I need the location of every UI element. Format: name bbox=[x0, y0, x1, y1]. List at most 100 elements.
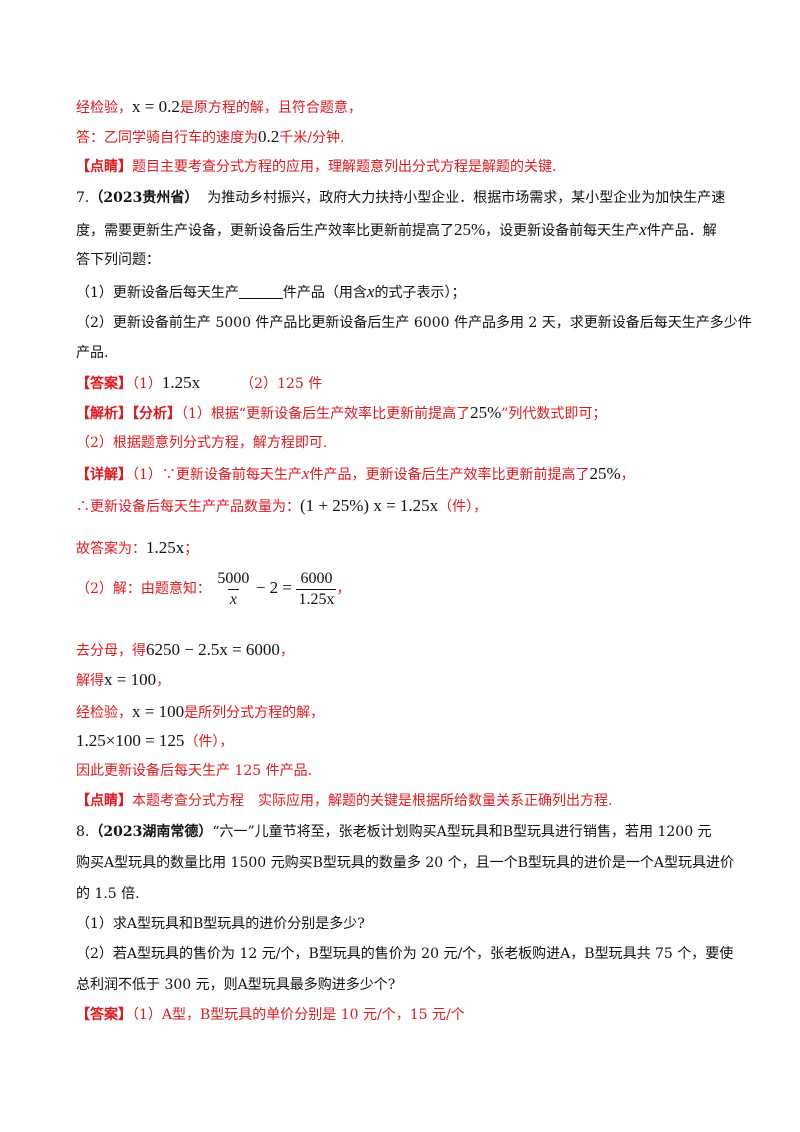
detail-text: ， bbox=[156, 673, 171, 689]
numerator: 6000 bbox=[300, 569, 333, 587]
text: 经检验， bbox=[76, 100, 132, 116]
question-source: （2023湖南常德） bbox=[89, 824, 213, 840]
question-8-line-1: 8.（2023湖南常德）“六一”儿童节将至，张老板计划购买A型玩具和B型玩具进行… bbox=[76, 822, 712, 842]
question-8-part-2-cont: 总利润不低于 300 元，则A型玩具最多购进多少个? bbox=[76, 975, 395, 995]
detail-text: ， bbox=[279, 643, 294, 659]
comment-tag: 【点睛】 bbox=[76, 793, 132, 809]
detail-text: 去分母，得 bbox=[76, 643, 146, 659]
question-text: （2）更新设备前生产 5000 件产品比更新设备后生产 6000 件产品多用 2… bbox=[76, 315, 752, 331]
math-expression: 25% bbox=[454, 220, 486, 239]
detail-line-3: 故答案为：1.25x； bbox=[76, 538, 198, 559]
comment-line-2: 【点睛】本题考查分式方程 实际应用，解题的关键是根据所给数量关系正确列出方程. bbox=[76, 791, 612, 811]
question-text: 件产品（用含 bbox=[282, 285, 367, 301]
detail-line-6: 解得x = 100， bbox=[76, 670, 170, 691]
question-text: 件产品．解 bbox=[646, 223, 717, 239]
detail-text: （件）， bbox=[438, 499, 488, 515]
analysis-line-1: 【解析】【分析】（1）根据“更新设备后生产效率比更新前提高了25%”列代数式即可… bbox=[76, 403, 606, 424]
detail-text: 经检验， bbox=[76, 705, 132, 721]
question-text: 为推动乡村振兴，政府大力扶持小型企业．根据市场需求，某小型企业为加快生产速 bbox=[207, 190, 726, 206]
comment-text: 题目主要考查分式方程的应用，理解题意列出分式方程是解题的关键. bbox=[132, 159, 557, 175]
comment-tag: 【点睛】 bbox=[76, 159, 132, 175]
analysis-line-2: （2）根据题意列分式方程，解方程即可. bbox=[76, 433, 327, 453]
question-7-line-2: 度，需要更新生产设备，更新设备后生产效率比更新前提高了25%，设更新设备前每天生… bbox=[76, 220, 717, 241]
detail-text: ； bbox=[184, 541, 199, 557]
detail-line-2: ∴更新设备后每天生产产品数量为：(1 + 25%) x = 1.25x（件）， bbox=[76, 496, 487, 517]
detail-text: （1）∵更新设备前每天生产 bbox=[132, 467, 302, 483]
math-expression: 25% bbox=[589, 464, 621, 483]
comment-text: 本题考查分式方程 实际应用，解题的关键是根据所给数量关系正确列出方程. bbox=[132, 793, 613, 809]
analysis-text: （2）根据题意列分式方程，解方程即可. bbox=[76, 435, 328, 451]
analysis-tag: 【解析】【分析】 bbox=[76, 406, 181, 422]
math-expression: x = 100 bbox=[132, 702, 185, 721]
analysis-text: ”列代数式即可； bbox=[501, 406, 607, 422]
question-number: 8. bbox=[76, 824, 90, 840]
question-number: 7. bbox=[76, 190, 90, 206]
question-source: （2023贵州省） bbox=[89, 190, 199, 206]
numerator: 5000 bbox=[217, 569, 250, 587]
detail-tag: 【详解】 bbox=[76, 467, 132, 483]
question-8-part-1: （1）求A型玩具和B型玩具的进价分别是多少? bbox=[76, 914, 365, 934]
analysis-text: （1）根据“更新设备后生产效率比更新前提高了 bbox=[181, 406, 471, 422]
math-expression: x = 100 bbox=[104, 670, 157, 689]
answer-line: 答：乙同学骑自行车的速度为0.2千米/分钟. bbox=[76, 127, 344, 148]
answer-tag: 【答案】 bbox=[76, 376, 132, 392]
question-text: 的 1.5 倍. bbox=[76, 886, 140, 902]
detail-line-5: 去分母，得6250 − 2.5x = 6000， bbox=[76, 640, 294, 661]
math-expression: x = 0.2 bbox=[132, 97, 180, 116]
math-expression: 1.25×100 = 125 bbox=[76, 731, 185, 750]
question-8-line-3: 的 1.5 倍. bbox=[76, 884, 140, 904]
detail-text: 故答案为： bbox=[76, 541, 146, 557]
math-expression: 1.25x bbox=[161, 373, 201, 392]
question-7-part-2-cont: 产品. bbox=[76, 343, 108, 363]
question-7-line-3: 答下列问题： bbox=[76, 250, 160, 270]
detail-line-1: 【详解】（1）∵更新设备前每天生产x件产品，更新设备后生产效率比更新前提高了25… bbox=[76, 464, 635, 485]
question-text: “六一”儿童节将至，张老板计划购买A型玩具和B型玩具进行销售，若用 1200 元 bbox=[212, 824, 712, 840]
math-expression: − 2 = bbox=[255, 578, 293, 597]
detail-text: 件产品，更新设备后生产效率比更新前提高了 bbox=[309, 467, 590, 483]
math-expression: (1 + 25%) x = 1.25x bbox=[300, 496, 439, 515]
variable: x bbox=[301, 464, 310, 483]
question-text: 答下列问题： bbox=[76, 252, 160, 268]
denominator: 1.25x bbox=[296, 588, 337, 608]
question-text: 产品. bbox=[76, 345, 109, 361]
detail-text: ， bbox=[336, 581, 351, 597]
math-expression: 25% bbox=[470, 403, 502, 422]
detail-text: 因此更新设备后每天生产 125 件产品. bbox=[76, 763, 313, 779]
answer-part: （1） bbox=[132, 376, 162, 392]
detail-line-8: 1.25×100 = 125（件）， bbox=[76, 731, 233, 752]
detail-text: 解得 bbox=[76, 673, 104, 689]
comment-line: 【点睛】题目主要考查分式方程的应用，理解题意列出分式方程是解题的关键. bbox=[76, 157, 556, 177]
detail-line-9: 因此更新设备后每天生产 125 件产品. bbox=[76, 761, 312, 781]
math-expression: 1.25x bbox=[146, 538, 185, 557]
answer-section: 【答案】（1）1.25x （2）125 件 bbox=[76, 373, 322, 394]
detail-text: （件）， bbox=[184, 734, 234, 750]
question-7-part-2: （2）更新设备前生产 5000 件产品比更新设备后生产 6000 件产品多用 2… bbox=[76, 313, 752, 333]
answer-part: （2）125 件 bbox=[240, 376, 323, 392]
variable: x bbox=[639, 220, 647, 239]
question-text: 度，需要更新生产设备，更新设备后生产效率比更新前提高了 bbox=[76, 223, 454, 239]
question-7-line-1: 7.（2023贵州省） 为推动乡村振兴，政府大力扶持小型企业．根据市场需求，某小… bbox=[76, 188, 725, 208]
detail-line-7: 经检验，x = 100是所列分式方程的解， bbox=[76, 702, 324, 723]
question-text: （2）若A型玩具的售价为 12 元/个，B型玩具的售价为 20 元/个，张老板购… bbox=[76, 946, 734, 962]
detail-text: ， bbox=[620, 467, 635, 483]
question-7-part-1: （1）更新设备后每天生产 件产品（用含x的式子表示）； bbox=[76, 282, 465, 303]
denominator: x bbox=[227, 588, 239, 608]
math-expression: 0.2 bbox=[258, 127, 280, 146]
question-text: ，设更新设备前每天生产 bbox=[485, 223, 640, 239]
question-8-answer: 【答案】（1）A型，B型玩具的单价分别是 10 元/个，15 元/个 bbox=[76, 1005, 465, 1025]
fill-blank bbox=[238, 284, 283, 299]
answer-text: （1）A型，B型玩具的单价分别是 10 元/个，15 元/个 bbox=[132, 1007, 465, 1023]
question-8-line-2: 购买A型玩具的数量比用 1500 元购买B型玩具的数量多 20 个，且一个B型玩… bbox=[76, 853, 734, 873]
verify-line: 经检验，x = 0.2是原方程的解，且符合题意， bbox=[76, 97, 362, 118]
text: 千米/分钟. bbox=[279, 130, 345, 146]
math-expression: 6250 − 2.5x = 6000 bbox=[146, 640, 280, 659]
variable: x bbox=[366, 282, 375, 301]
text: 是原方程的解，且符合题意， bbox=[179, 100, 362, 116]
question-text: 总利润不低于 300 元，则A型玩具最多购进多少个? bbox=[76, 977, 396, 993]
question-text: （1）更新设备后每天生产 bbox=[76, 285, 239, 301]
question-text: 的式子表示）； bbox=[374, 285, 466, 301]
